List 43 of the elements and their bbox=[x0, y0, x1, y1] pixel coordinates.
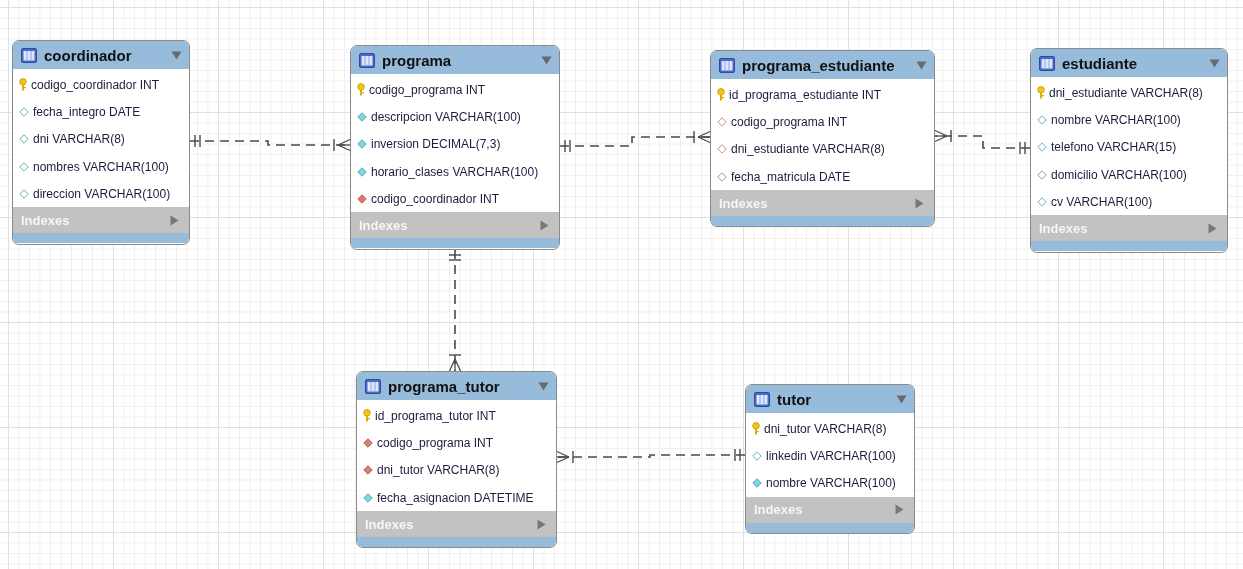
column-name: direccion VARCHAR(100) bbox=[33, 186, 171, 201]
table-card bbox=[745, 384, 915, 534]
column-name: linkedin VARCHAR(100) bbox=[766, 448, 896, 463]
column-name: descripcion VARCHAR(100) bbox=[371, 109, 521, 124]
table-name: tutor bbox=[777, 390, 813, 408]
relationship-line bbox=[189, 135, 351, 152]
column-name: dni VARCHAR(8) bbox=[33, 132, 125, 147]
column-name: id_programa_estudiante INT bbox=[729, 87, 882, 102]
table-name: programa bbox=[382, 51, 453, 69]
relationship-line bbox=[556, 449, 746, 464]
table-card bbox=[350, 45, 560, 250]
column-name: cv VARCHAR(100) bbox=[1051, 194, 1153, 209]
relationship-line bbox=[934, 129, 1031, 154]
column-name: fecha_integro DATE bbox=[33, 104, 141, 119]
column-name: inversion DECIMAL(7,3) bbox=[371, 137, 501, 152]
table-name: coordinador bbox=[44, 46, 133, 64]
relationship-line bbox=[559, 130, 711, 152]
column-name: nombre VARCHAR(100) bbox=[1051, 112, 1181, 127]
column-name: codigo_programa INT bbox=[377, 435, 494, 450]
column-name: codigo_programa INT bbox=[369, 82, 486, 97]
column-name: codigo_programa INT bbox=[731, 114, 848, 129]
column-name: dni_tutor VARCHAR(8) bbox=[764, 421, 887, 436]
column-name: telefono VARCHAR(15) bbox=[1051, 140, 1177, 155]
column-name: dni_tutor VARCHAR(8) bbox=[377, 463, 500, 478]
column-name: dni_estudiante VARCHAR(8) bbox=[731, 142, 885, 157]
column-name: nombre VARCHAR(100) bbox=[766, 476, 896, 491]
table-card bbox=[710, 50, 935, 227]
table-card bbox=[1030, 48, 1228, 253]
column-name: codigo_coordinador INT bbox=[371, 191, 500, 206]
column-name: domicilio VARCHAR(100) bbox=[1051, 167, 1187, 182]
table-name: programa_tutor bbox=[388, 377, 501, 395]
column-name: fecha_matricula DATE bbox=[731, 169, 851, 184]
table-card bbox=[356, 371, 557, 548]
relationship-line bbox=[448, 249, 462, 372]
column-name: horario_clases VARCHAR(100) bbox=[371, 164, 539, 179]
column-name: nombres VARCHAR(100) bbox=[33, 159, 169, 174]
column-name: fecha_asignacion DATETIME bbox=[377, 490, 534, 505]
column-name: id_programa_tutor INT bbox=[375, 408, 496, 423]
column-name: dni_estudiante VARCHAR(8) bbox=[1049, 85, 1203, 100]
table-card bbox=[12, 40, 190, 245]
column-name: codigo_coordinador INT bbox=[31, 77, 160, 92]
table-name: programa_estudiante bbox=[742, 56, 896, 74]
table-name: estudiante bbox=[1062, 54, 1138, 72]
